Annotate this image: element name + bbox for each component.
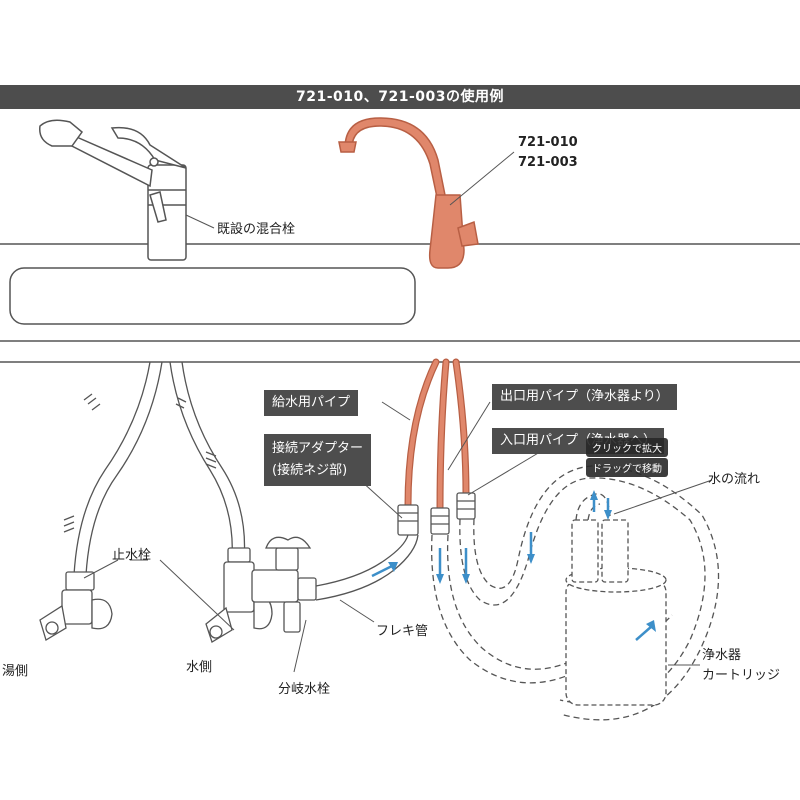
water-side-label: 水側 bbox=[186, 660, 213, 675]
click-zoom-tooltip[interactable]: クリックで拡大 bbox=[586, 438, 668, 457]
supply-hoses bbox=[63, 361, 246, 576]
drag-move-tooltip[interactable]: ドラッグで移動 bbox=[586, 458, 668, 477]
hot-stop-valve-drawing bbox=[39, 571, 113, 641]
supply-pipe-callout: 給水用パイプ bbox=[264, 390, 359, 416]
filter-cartridge-drawing bbox=[565, 519, 667, 706]
purifier-faucet-drawing bbox=[338, 117, 479, 269]
hot-side-label: 湯側 bbox=[2, 664, 29, 679]
stop-valve-label: 止水栓 bbox=[112, 548, 152, 563]
adapter-callout: 接続アダプター (接続ネジ部) bbox=[264, 434, 372, 486]
outlet-pipe-callout: 出口用パイプ（浄水器より） bbox=[492, 384, 677, 410]
water-flow-label: 水の流れ bbox=[708, 472, 761, 487]
flexible-pipe bbox=[315, 534, 419, 601]
cartridge-label-line1: 浄水器 bbox=[702, 648, 742, 663]
model-b-label: 721-003 bbox=[518, 155, 578, 170]
flex-pipe-label: フレキ管 bbox=[376, 624, 429, 639]
adapter-label: 接続アダプター bbox=[272, 441, 364, 456]
diagram-title: 721-010、721-003の使用例 bbox=[0, 85, 800, 109]
adapter-sub-label: (接続ネジ部) bbox=[272, 463, 348, 478]
cartridge-label-line2: カートリッジ bbox=[702, 668, 781, 683]
model-a-label: 721-010 bbox=[518, 135, 578, 150]
water-stop-valve-drawing bbox=[205, 536, 317, 643]
branch-valve-label: 分岐水栓 bbox=[278, 682, 331, 697]
flow-arrows bbox=[371, 490, 656, 641]
existing-faucet-drawing bbox=[39, 119, 187, 261]
sink-basin bbox=[9, 267, 416, 325]
copper-pipes-fill bbox=[405, 359, 469, 513]
existing-faucet-label: 既設の混合栓 bbox=[217, 222, 296, 237]
pipe-fittings bbox=[397, 492, 476, 536]
